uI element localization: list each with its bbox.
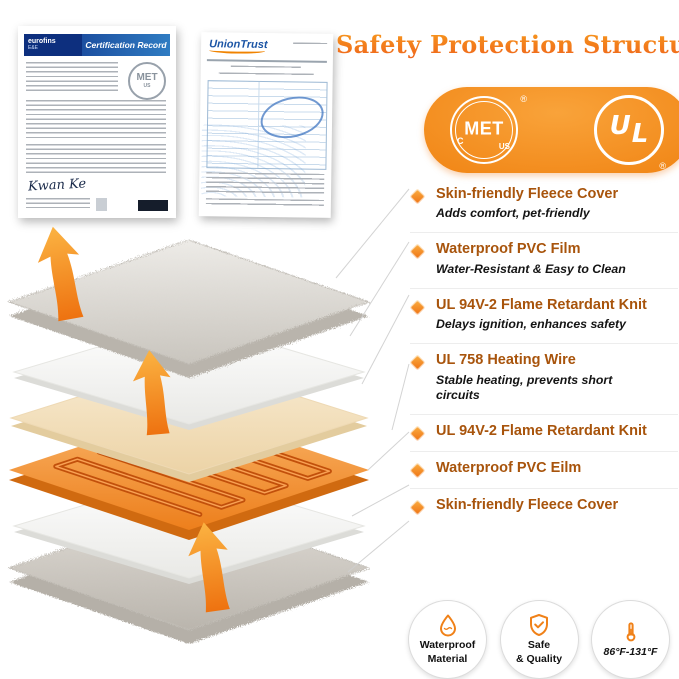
badge-label: & Quality bbox=[515, 652, 563, 665]
waterproof-badge: Waterproof Material bbox=[408, 600, 487, 679]
met-logo-c: C bbox=[457, 136, 464, 146]
eurofins-logo: eurofins E&E bbox=[24, 34, 82, 56]
diamond-bullet-icon bbox=[409, 425, 426, 442]
arrow-up-icon bbox=[37, 226, 84, 322]
layer-description: Delays ignition, enhances safety bbox=[436, 317, 626, 332]
ul-letter-u: U bbox=[609, 111, 631, 141]
badge-label: 86°F-131°F bbox=[603, 645, 658, 658]
text-placeholder-lines bbox=[26, 100, 166, 138]
text-placeholder-lines bbox=[26, 198, 90, 208]
certificate-header: eurofins E&E Certification Record bbox=[24, 34, 170, 56]
certificate-code-block bbox=[138, 200, 168, 211]
certificate-report: UnionTrust bbox=[198, 32, 334, 218]
certificate-title: Certification Record bbox=[82, 34, 170, 56]
text-placeholder-lines bbox=[206, 172, 325, 196]
diamond-bullet-icon bbox=[409, 299, 426, 316]
certification-badge-panel: MET C US ® U L ® bbox=[424, 87, 679, 173]
layer-heading: UL 758 Heating Wire bbox=[436, 352, 576, 369]
layer-item: Skin-friendly Fleece Cover Adds comfort,… bbox=[409, 178, 678, 234]
certificate-met: eurofins E&E Certification Record MET US… bbox=[18, 26, 176, 218]
arrow-up-icon bbox=[188, 522, 230, 613]
text-placeholder-lines bbox=[26, 62, 118, 92]
uniontrust-logo: UnionTrust bbox=[209, 38, 268, 52]
badge-label: Waterproof bbox=[419, 638, 476, 651]
layer-heading: Skin-friendly Fleece Cover bbox=[436, 497, 619, 514]
layer-heading: UL 94V-2 Flame Retardant Knit bbox=[436, 296, 647, 313]
layer-heading: Waterproof PVC Eilm bbox=[436, 460, 582, 477]
text-placeholder-lines bbox=[293, 42, 328, 47]
registered-mark: ® bbox=[659, 161, 666, 171]
registered-mark: ® bbox=[520, 94, 527, 104]
met-seal-sub: US bbox=[143, 82, 151, 89]
diamond-bullet-icon bbox=[409, 463, 426, 479]
layer-fleece-top bbox=[7, 239, 371, 378]
layer-item: Waterproof PVC Film Water-Resistant & Ea… bbox=[409, 233, 678, 289]
eurofins-brand: eurofins bbox=[28, 38, 56, 46]
arrow-up-icon bbox=[132, 350, 171, 436]
feature-badges: Waterproof Material Safe & Quality 86°F-… bbox=[408, 600, 670, 679]
signature: Kwan Ke bbox=[27, 176, 87, 195]
layer-description: Stable heating, prevents short circuits bbox=[436, 372, 613, 402]
layer-description: Adds comfort, pet-friendly bbox=[436, 206, 590, 221]
ul-logo-label: U L bbox=[597, 98, 661, 162]
diamond-bullet-icon bbox=[409, 355, 426, 371]
header-divider bbox=[206, 59, 327, 63]
layer-item: Skin-friendly Fleece Cover bbox=[409, 489, 678, 525]
accreditation-mark-icon bbox=[96, 198, 107, 211]
text-placeholder-lines bbox=[218, 72, 314, 77]
layer-feature-list: Skin-friendly Fleece Cover Adds comfort,… bbox=[409, 178, 678, 526]
temperature-badge: 86°F-131°F bbox=[591, 600, 670, 679]
page-title: Safety Protection Structure bbox=[336, 30, 679, 59]
text-placeholder-lines bbox=[205, 198, 324, 208]
badge-label: Material bbox=[427, 652, 468, 665]
text-placeholder-lines bbox=[230, 65, 301, 71]
layer-item: UL 94V-2 Flame Retardant Knit Delays ign… bbox=[409, 289, 678, 345]
shield-check-icon bbox=[530, 613, 548, 636]
layer-item: Waterproof PVC Eilm bbox=[409, 452, 678, 490]
upward-arrows bbox=[37, 226, 230, 613]
droplet-icon bbox=[439, 614, 456, 637]
layer-stack-diagram bbox=[7, 226, 371, 644]
layer-heading: Skin-friendly Fleece Cover bbox=[436, 186, 619, 202]
safe-quality-badge: Safe & Quality bbox=[499, 600, 579, 679]
diamond-bullet-icon bbox=[409, 188, 426, 205]
met-seal-icon: MET US bbox=[128, 62, 166, 100]
layer-item: UL 758 Heating Wire Stable heating, prev… bbox=[409, 344, 678, 416]
met-logo: MET C US ® bbox=[450, 94, 527, 164]
eurofins-tag: E&E bbox=[28, 45, 39, 52]
ul-letter-l: L bbox=[631, 119, 649, 149]
thermometer-icon bbox=[626, 622, 635, 642]
layer-item: UL 94V-2 Flame Retardant Knit bbox=[409, 415, 678, 453]
diamond-bullet-icon bbox=[409, 500, 426, 516]
text-placeholder-lines bbox=[26, 144, 166, 174]
layer-heading: UL 94V-2 Flame Retardant Knit bbox=[436, 423, 647, 440]
layer-description: Water-Resistant & Easy to Clean bbox=[436, 261, 626, 276]
met-seal-label: MET bbox=[136, 71, 158, 83]
diamond-bullet-icon bbox=[409, 244, 426, 260]
ul-logo: U L ® bbox=[594, 95, 666, 171]
layer-heading: Waterproof PVC Film bbox=[436, 241, 581, 258]
badge-label: Safe bbox=[527, 638, 551, 651]
met-logo-label: MET bbox=[464, 118, 504, 139]
met-logo-us: US bbox=[498, 142, 510, 151]
